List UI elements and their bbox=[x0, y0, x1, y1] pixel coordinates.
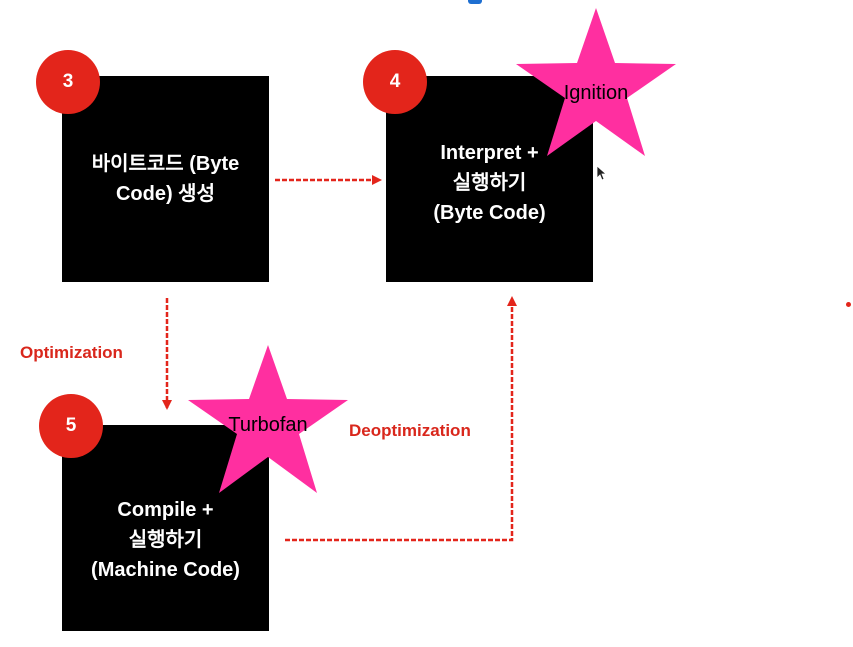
step-3-text: 바이트코드 (Byte Code) 생성 bbox=[91, 153, 240, 205]
turbofan-label: Turbofan bbox=[228, 414, 308, 436]
deoptimization-label: Deoptimization bbox=[349, 421, 471, 440]
step-4-badge: 4 bbox=[363, 50, 427, 114]
laser-pointer-dot bbox=[846, 302, 851, 307]
turbofan-star: Turbofan bbox=[186, 343, 350, 495]
step-4-box: Interpret + 실행하기 (Byte Code) bbox=[386, 76, 593, 282]
ignition-star: Ignition bbox=[514, 6, 678, 160]
ignition-label: Ignition bbox=[563, 82, 629, 104]
step-5-badge: 5 bbox=[39, 394, 103, 458]
star-shape-icon bbox=[188, 345, 348, 493]
arrow-deoptimization bbox=[285, 296, 517, 542]
top-edge-marker bbox=[468, 0, 482, 4]
optimization-label: Optimization bbox=[20, 343, 123, 362]
step-3-badge: 3 bbox=[36, 50, 100, 114]
mouse-cursor-icon bbox=[596, 165, 608, 181]
star-shape-icon bbox=[516, 8, 676, 156]
step-5-text: Compile + 실행하기 (Machine Code) bbox=[91, 499, 240, 581]
step-4-text: Interpret + 실행하기 (Byte Code) bbox=[433, 142, 546, 224]
step-3-box: 바이트코드 (Byte Code) 생성 bbox=[62, 76, 269, 282]
